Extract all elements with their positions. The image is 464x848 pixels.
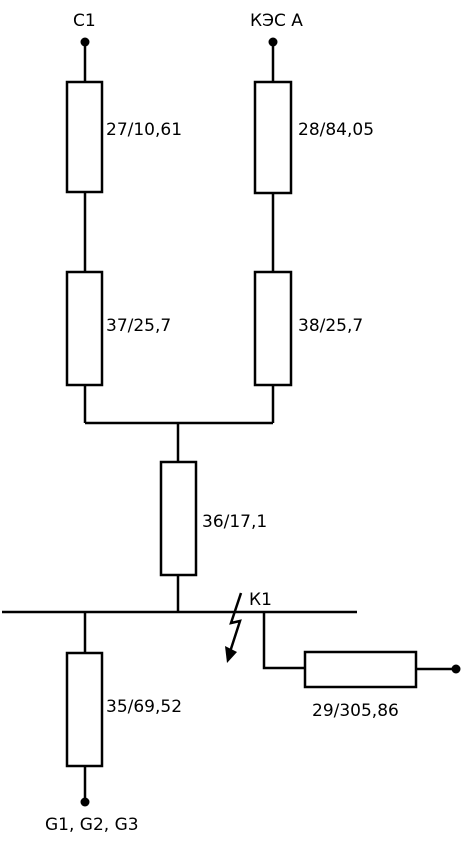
label-resistor-37: 37/25,7 xyxy=(106,316,171,336)
label-kes-a: КЭС А xyxy=(250,11,303,31)
resistor-37 xyxy=(65,270,104,387)
label-resistor-38: 38/25,7 xyxy=(298,316,363,336)
resistor-36 xyxy=(159,460,198,577)
label-resistor-29: 29/305,86 xyxy=(312,701,399,721)
resistor-38 xyxy=(253,270,293,387)
label-resistor-36: 36/17,1 xyxy=(202,512,267,532)
resistor-27 xyxy=(65,80,104,194)
label-c1: С1 xyxy=(73,11,96,31)
fault-arrow-icon xyxy=(225,646,237,663)
label-generators: G1, G2, G3 xyxy=(45,815,139,835)
terminal-load xyxy=(451,664,461,674)
label-resistor-27: 27/10,61 xyxy=(106,120,182,140)
fault-lightning-icon xyxy=(227,592,243,656)
terminal-generators xyxy=(80,797,90,807)
wire-load-branch xyxy=(262,612,305,670)
resistor-28 xyxy=(253,80,293,195)
label-resistor-28: 28/84,05 xyxy=(298,120,374,140)
resistor-35 xyxy=(65,651,104,768)
resistor-29 xyxy=(303,650,418,689)
label-k1: К1 xyxy=(249,590,272,610)
label-resistor-35: 35/69,52 xyxy=(106,697,182,717)
